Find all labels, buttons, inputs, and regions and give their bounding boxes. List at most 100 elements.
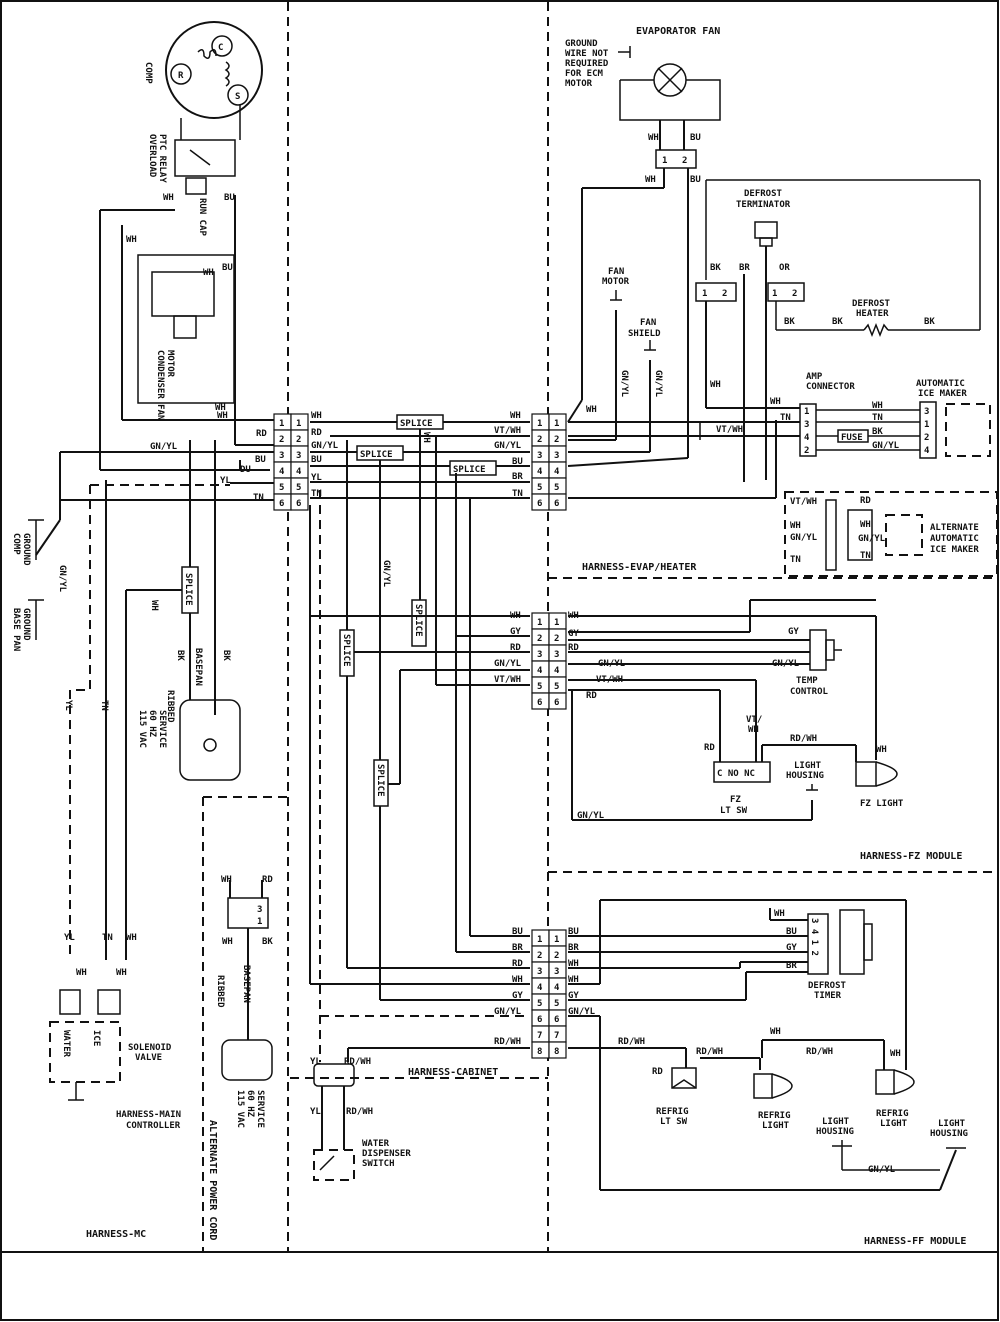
svg-text:WH: WH: [126, 235, 137, 245]
svg-text:BR: BR: [512, 943, 523, 953]
svg-text:ALTERNATE: ALTERNATE: [930, 523, 979, 533]
connector1-pin-label-a-3: 3: [279, 451, 284, 461]
svg-text:LIGHT: LIGHT: [822, 1117, 850, 1127]
svg-text:WH: WH: [748, 725, 759, 735]
connector3-pin-label-b-1: 1: [554, 618, 559, 628]
svg-text:BU: BU: [568, 927, 579, 937]
connector1-pin-label-b-1: 1: [296, 419, 301, 429]
svg-text:4: 4: [804, 433, 810, 443]
splice-vert-1: SPLICE: [411, 599, 427, 647]
svg-text:GROUND: GROUND: [21, 608, 31, 641]
svg-text:RD: RD: [311, 428, 322, 438]
svg-text:WH: WH: [149, 600, 159, 611]
defrost-timer: 3 4 1 2 DEFROST TIMER: [807, 909, 873, 1001]
svg-text:2: 2: [722, 289, 727, 299]
svg-text:HOUSING: HOUSING: [816, 1127, 854, 1137]
connector1-pin-label-a-2: 2: [279, 435, 284, 445]
svg-text:TN: TN: [790, 555, 801, 565]
svg-text:BK: BK: [175, 650, 185, 661]
svg-text:BK: BK: [784, 317, 795, 327]
svg-text:C: C: [218, 43, 223, 53]
svg-text:COMP: COMP: [11, 533, 21, 555]
svg-text:TN: TN: [311, 489, 322, 499]
svg-text:GN/YL: GN/YL: [790, 533, 818, 543]
svg-text:WH: WH: [221, 875, 232, 885]
svg-text:LIGHT: LIGHT: [794, 761, 822, 771]
svg-text:HEATER: HEATER: [856, 309, 889, 319]
svg-text:WH: WH: [890, 1049, 901, 1059]
svg-text:GY: GY: [788, 627, 799, 637]
light-housing-2: LIGHT HOUSING: [930, 1119, 968, 1149]
svg-text:WH: WH: [510, 411, 521, 421]
svg-text:2: 2: [792, 289, 797, 299]
svg-text:EVAPORATOR FAN: EVAPORATOR FAN: [636, 26, 720, 37]
connector2-pin-label-b-5: 5: [554, 483, 559, 493]
svg-text:BU: BU: [512, 457, 523, 467]
svg-text:115 VAC: 115 VAC: [235, 1090, 245, 1128]
svg-text:HOUSING: HOUSING: [930, 1129, 968, 1139]
svg-text:BU: BU: [690, 175, 701, 185]
base-pan-ground: BASE PAN GROUND: [11, 599, 44, 651]
svg-text:WH: WH: [203, 268, 214, 278]
svg-text:RD: RD: [860, 496, 871, 506]
svg-text:MOTOR: MOTOR: [165, 350, 175, 378]
svg-text:WIRE NOT: WIRE NOT: [565, 49, 609, 59]
svg-text:GN/YL: GN/YL: [772, 659, 800, 669]
evaporator-fan: EVAPORATOR FAN GROUND WIRE NOT REQUIRED …: [565, 26, 721, 467]
svg-text:ICE: ICE: [91, 1030, 101, 1046]
svg-text:WH: WH: [512, 975, 523, 985]
connector4-pin-label-b-2: 2: [554, 951, 559, 961]
svg-text:BASEPAN: BASEPAN: [241, 965, 251, 1003]
svg-text:RD/WH: RD/WH: [790, 734, 817, 744]
svg-text:WATER: WATER: [362, 1139, 390, 1149]
svg-text:3 4 1 2: 3 4 1 2: [809, 918, 819, 956]
svg-text:C NO NC: C NO NC: [717, 769, 755, 779]
svg-text:RD/WH: RD/WH: [618, 1037, 645, 1047]
svg-text:WH: WH: [510, 611, 521, 621]
svg-text:AUTOMATIC: AUTOMATIC: [916, 379, 965, 389]
connector1-pin-label-b-2: 2: [296, 435, 301, 445]
svg-text:CONDENSER FAN: CONDENSER FAN: [155, 350, 165, 420]
label-comp: COMP: [143, 62, 153, 84]
svg-text:WH: WH: [860, 520, 871, 530]
svg-text:AUTOMATIC: AUTOMATIC: [930, 534, 979, 544]
svg-text:RD: RD: [586, 691, 597, 701]
connector1-pin-label-a-1: 1: [279, 419, 284, 429]
connector3-pin-label-a-4: 4: [537, 666, 543, 676]
svg-text:VALVE: VALVE: [135, 1053, 162, 1063]
connector1-pin-label-a-6: 6: [279, 499, 284, 509]
svg-text:TEMP: TEMP: [796, 676, 818, 686]
svg-text:WH: WH: [222, 937, 233, 947]
connector2-pin-label-b-1: 1: [554, 419, 559, 429]
svg-text:1: 1: [257, 917, 262, 927]
svg-text:GN/YL: GN/YL: [598, 659, 626, 669]
label-alt-power-cord: ALTERNATE POWER CORD: [207, 1120, 218, 1240]
svg-text:1: 1: [772, 289, 777, 299]
svg-text:GY: GY: [510, 627, 521, 637]
svg-text:R: R: [178, 71, 184, 81]
svg-text:BU: BU: [255, 455, 266, 465]
svg-text:FZ LIGHT: FZ LIGHT: [860, 799, 904, 809]
svg-text:REFRIG: REFRIG: [758, 1111, 791, 1121]
svg-text:RD/WH: RD/WH: [344, 1057, 371, 1067]
svg-text:SPLICE: SPLICE: [413, 604, 423, 637]
connector4-pin-label-a-4: 4: [537, 983, 543, 993]
connector1-pin-label-b-5: 5: [296, 483, 301, 493]
label-harness-cabinet: HARNESS-CABINET: [408, 1067, 498, 1078]
svg-text:SWITCH: SWITCH: [362, 1159, 395, 1169]
svg-text:S: S: [235, 92, 240, 102]
svg-text:TN: TN: [780, 413, 791, 423]
svg-text:WH: WH: [790, 521, 801, 531]
connector2-pin-label-a-5: 5: [537, 483, 542, 493]
svg-text:GN/YL: GN/YL: [653, 370, 663, 398]
comp-ground: COMP GROUND: [11, 519, 44, 566]
svg-text:BK: BK: [924, 317, 935, 327]
svg-text:REFRIG: REFRIG: [656, 1107, 689, 1117]
svg-text:2: 2: [924, 433, 929, 443]
svg-text:BR: BR: [786, 961, 797, 971]
svg-text:WH: WH: [568, 975, 579, 985]
